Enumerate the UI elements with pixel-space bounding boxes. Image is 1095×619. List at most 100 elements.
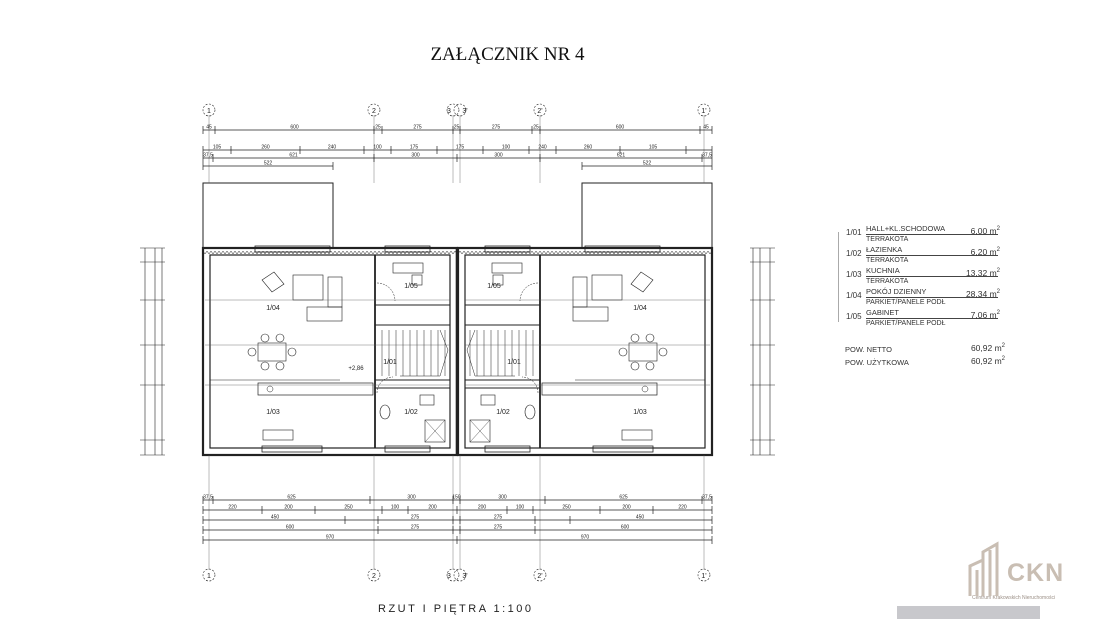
legend-bracket — [838, 232, 839, 322]
dimension-label: 621 — [289, 153, 298, 159]
grid-axis-label: 3' — [462, 573, 467, 580]
grid-axis-marker — [697, 568, 711, 582]
logo-subtitle: Centrum Krakowskich Nieruchomości — [972, 595, 1056, 601]
dimension-label: 522 — [264, 161, 273, 167]
unit-sup: 2 — [1001, 343, 1005, 350]
area-value: 6,20 m — [970, 246, 997, 257]
dimension-label: 600 — [290, 125, 299, 131]
room-label: 1/05 — [487, 283, 501, 290]
room-legend: 1/01 HALL+KL.SCHODOWA TERRAKOTA 6,00 m2 1… — [838, 224, 1008, 329]
legend-row: 1/02 ŁAZIENKA TERRAKOTA 6,20 m2 — [838, 245, 1008, 266]
dimension-label: 100 — [502, 145, 511, 151]
grid-axis-marker — [202, 568, 216, 582]
chair-icon — [658, 347, 668, 357]
dimension-label: 100 — [516, 505, 525, 511]
stove — [262, 429, 294, 441]
dimension-label: 250 — [344, 505, 353, 511]
room-area: 6,00 m2 — [971, 224, 1000, 236]
dimension-label: 625 — [619, 495, 628, 501]
ckn-logo: CKN Centrum Krakowskich Nieruchomości — [960, 535, 1090, 605]
dimension-label: 300 — [407, 495, 416, 501]
grid-axis-marker — [367, 103, 381, 117]
dimension-label: 275 — [494, 515, 503, 521]
room-floor: TERRAKOTA — [866, 257, 909, 264]
dimension-label: 200 — [428, 505, 437, 511]
unit-sup: 2 — [996, 268, 1000, 274]
dimension-label: 970 — [326, 535, 335, 541]
room-label: 1/04 — [633, 305, 647, 312]
grid-axis-marker — [446, 568, 460, 582]
room-label: 1/02 — [496, 409, 510, 416]
room-label: 1/01 — [507, 359, 521, 366]
wall-hatch — [202, 250, 460, 255]
chair-icon — [275, 333, 285, 343]
grid-axis-marker — [533, 103, 547, 117]
dimension-label: 240 — [328, 145, 337, 151]
chair-icon — [247, 347, 257, 357]
grid-axis-label: 2 — [372, 573, 376, 580]
stair-turn — [400, 329, 449, 377]
dimension-label: 105 — [213, 145, 222, 151]
window — [261, 445, 323, 453]
dimension-label: 275 — [494, 525, 503, 531]
total-netto: POW. NETTO 60,92 m2 — [845, 343, 1005, 356]
desk — [491, 262, 523, 274]
grid-axis-marker — [453, 568, 467, 582]
dimension-label: 105 — [649, 145, 658, 151]
room-name: HALL+KL.SCHODOWA — [866, 224, 946, 233]
dimension-label: 300 — [494, 153, 503, 159]
desk — [392, 262, 424, 274]
area-value: 13,32 m — [965, 267, 997, 278]
unit-sup: 2 — [996, 310, 1000, 316]
sofa — [572, 306, 609, 322]
room-label: 1/03 — [633, 409, 647, 416]
toilet-icon — [524, 404, 536, 420]
dimension-label: 522 — [643, 161, 652, 167]
dimension-label: 450 — [636, 515, 645, 521]
dimension-label: 200 — [284, 505, 293, 511]
grid-axis-label: 1' — [701, 573, 706, 580]
washbasin — [480, 394, 496, 406]
chair — [411, 274, 423, 286]
dimension-label: 150 — [452, 495, 461, 501]
outer-wall — [201, 246, 459, 457]
room-name: GABINET — [866, 308, 899, 317]
grid-axis-label: 1' — [701, 108, 706, 115]
area-value: 28,34 m — [965, 288, 997, 299]
chair-icon — [645, 333, 655, 343]
chair — [492, 274, 504, 286]
room-number: 1/01 — [846, 228, 862, 237]
room-floor: TERRAKOTA — [866, 278, 909, 285]
chair-icon — [630, 333, 640, 343]
legend-rule — [866, 255, 998, 256]
shower — [469, 419, 491, 443]
legend-row: 1/04 POKÓJ DZIENNY PARKIET/PANELE PODŁ 2… — [838, 287, 1008, 308]
dimension-label: 175 — [410, 145, 419, 151]
wall-hatch — [455, 250, 713, 255]
room-area: 13,32 m2 — [966, 266, 1000, 278]
dimension-label: 37,5 — [203, 495, 213, 501]
stove — [621, 429, 653, 441]
dimension-label: 37,5 — [702, 495, 712, 501]
grid-axis-label: 3 — [447, 108, 451, 115]
legend-row: 1/03 KUCHNIA TERRAKOTA 13,32 m2 — [838, 266, 1008, 287]
room-name: POKÓJ DZIENNY — [866, 287, 927, 296]
room-number: 1/05 — [846, 312, 862, 321]
dimension-label: 970 — [581, 535, 590, 541]
unit-sup: 2 — [996, 247, 1000, 253]
room-area: 7,06 m2 — [971, 308, 1000, 320]
grid-axis-label: 1 — [207, 108, 211, 115]
window — [384, 445, 431, 453]
dimension-label: 250 — [562, 505, 571, 511]
grid-axis-label: 3' — [462, 108, 467, 115]
right-unit — [455, 182, 775, 457]
door-swing — [376, 376, 394, 394]
dimension-label: 600 — [286, 525, 295, 531]
dimension-label: 600 — [621, 525, 630, 531]
plan-line — [469, 419, 491, 443]
chair-icon — [645, 361, 655, 371]
terrace — [202, 182, 334, 249]
sofa — [306, 306, 343, 322]
kitchen-counter — [257, 382, 374, 396]
chair-icon — [287, 347, 297, 357]
